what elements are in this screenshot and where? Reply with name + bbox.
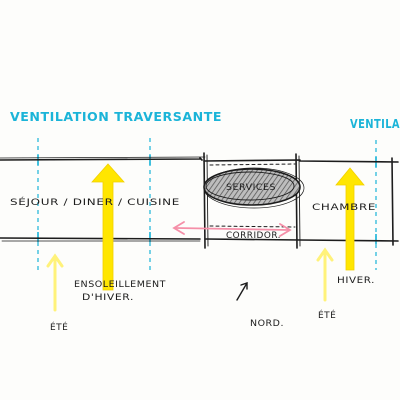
ventilation-label-right: VENTILA (350, 117, 400, 131)
building-outline (0, 152, 399, 249)
winter-sun-arrow-left (91, 163, 125, 291)
ete-label-left: ÉTÉ (50, 321, 68, 333)
ensoleillement-label-line2: D'HIVER. (82, 293, 134, 303)
services-label: SERVICES (226, 183, 276, 193)
services-core (203, 167, 305, 209)
airflow-arrow (172, 221, 292, 237)
ete-label-right: ÉTÉ (318, 309, 336, 321)
ensoleillement-label-line1: ENSOLEILLEMENT (74, 280, 166, 290)
winter-sun-arrow-right (335, 167, 365, 271)
nord-label: NORD. (250, 319, 284, 329)
north-arrow-icon (236, 282, 248, 301)
summer-sun-arrow-right (316, 247, 334, 302)
ventilation-lines-left (37, 138, 151, 270)
chambre-label: CHAMBRE (312, 203, 376, 213)
sejour-label: SÉJOUR / DINER / CUISINE (10, 196, 180, 208)
ventilation-label-left: VENTILATION TRAVERSANTE (10, 110, 222, 124)
hiver-label: HIVER. (337, 276, 375, 286)
summer-sun-arrow-left (46, 253, 64, 312)
corridor-label: CORRIDOR. (226, 231, 281, 241)
